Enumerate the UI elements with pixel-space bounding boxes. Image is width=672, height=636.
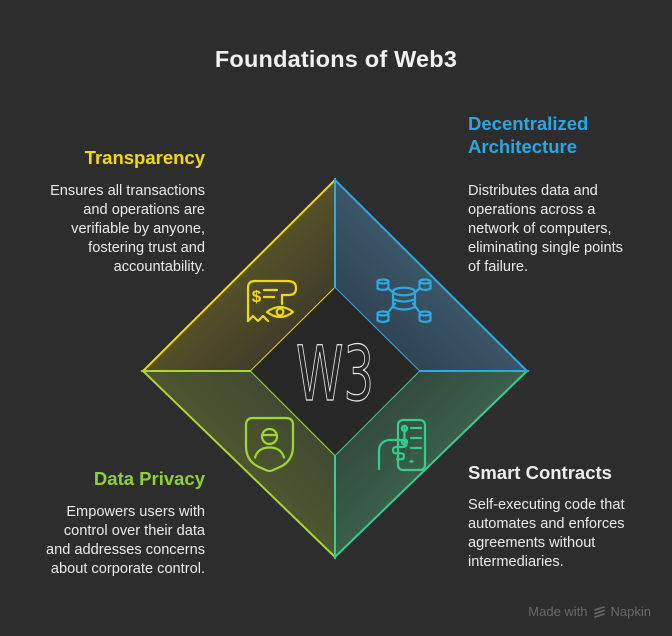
svg-text:$: $ (252, 287, 262, 306)
transparency-heading: Transparency (84, 147, 205, 168)
decentralized-architecture-description: Distributes data and operations across a… (468, 183, 623, 275)
smart-contracts-heading: Smart Contracts (468, 462, 612, 483)
contract-hand-icon (377, 418, 427, 472)
watermark-prefix: Made with (528, 604, 588, 619)
section-smart-contracts: Smart Contracts Self-executing code that… (468, 461, 660, 572)
section-decentralized-architecture: Decentralized Architecture Distributes d… (468, 112, 660, 277)
smart-contracts-description: Self-executing code that automates and e… (468, 497, 625, 570)
watermark-brand: Napkin (610, 604, 651, 619)
data-privacy-description: Empowers users with control over their d… (45, 504, 205, 577)
section-data-privacy: Data Privacy Empowers users with control… (0, 467, 205, 579)
database-network-icon (376, 278, 432, 324)
w3-logo: W3 (296, 329, 374, 418)
data-privacy-heading: Data Privacy (93, 468, 205, 489)
transparency-description: Ensures all transactions and operations … (50, 183, 205, 275)
receipt-eye-icon: $ (246, 279, 298, 323)
page-title: Foundations of Web3 (214, 46, 458, 72)
decentralized-architecture-heading: Decentralized Architecture (468, 113, 589, 157)
section-transparency: Transparency Ensures all transactions an… (0, 146, 205, 277)
shield-user-icon (244, 416, 295, 473)
napkin-logo-icon (593, 605, 605, 618)
center-diamond (251, 288, 419, 455)
napkin-watermark[interactable]: Made with Napkin (528, 604, 651, 619)
